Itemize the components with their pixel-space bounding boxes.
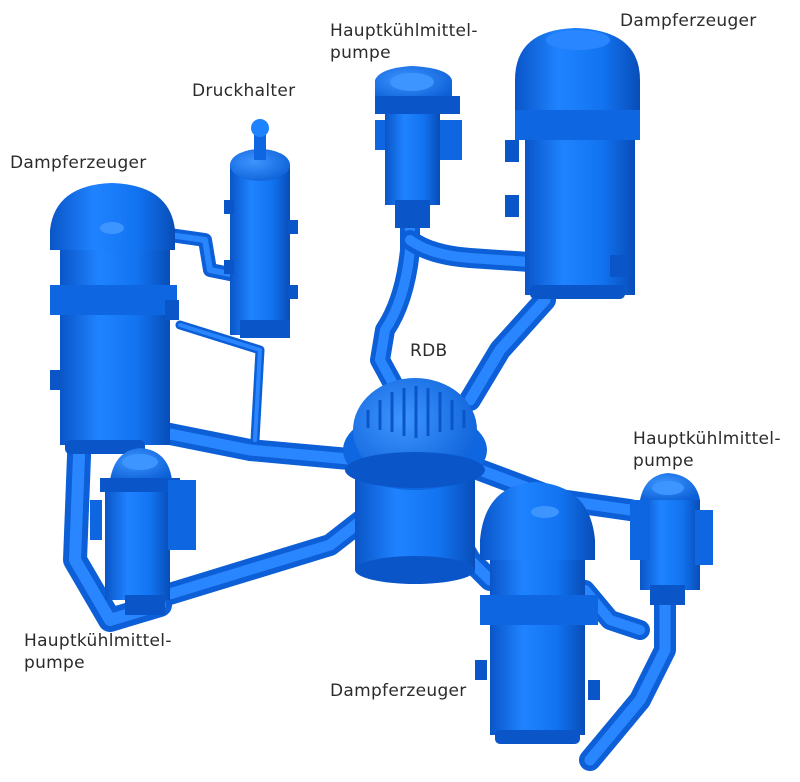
steam-generator-left [50, 183, 179, 454]
label-druckhalter: Druckhalter [192, 80, 295, 102]
label-rdb: RDB [410, 340, 447, 362]
label-coolant-pump-right-line2: pumpe [633, 450, 781, 472]
pressurizer [224, 119, 298, 338]
label-coolant-pump-right-line1: Hauptkühlmittel- [633, 428, 781, 450]
label-coolant-pump-right: Hauptkühlmittel- pumpe [633, 428, 781, 472]
label-coolant-pump-top-line1: Hauptkühlmittel- [330, 20, 478, 42]
coolant-pump-right [630, 473, 713, 605]
label-dampferzeuger-top-right: Dampferzeuger [620, 10, 757, 32]
label-coolant-pump-left-line2: pumpe [24, 652, 172, 674]
label-dampferzeuger-bottom: Dampferzeuger [330, 680, 467, 702]
reactor-pressure-vessel [343, 378, 487, 584]
label-coolant-pump-left: Hauptkühlmittel- pumpe [24, 630, 172, 674]
label-dampferzeuger-left: Dampferzeuger [10, 152, 147, 174]
label-coolant-pump-left-line1: Hauptkühlmittel- [24, 630, 172, 652]
steam-generator-bottom [475, 482, 600, 744]
coolant-pump-top [375, 66, 462, 228]
steam-generator-top-right [505, 28, 640, 299]
label-coolant-pump-top-line2: pumpe [330, 42, 478, 64]
label-coolant-pump-top: Hauptkühlmittel- pumpe [330, 20, 478, 64]
